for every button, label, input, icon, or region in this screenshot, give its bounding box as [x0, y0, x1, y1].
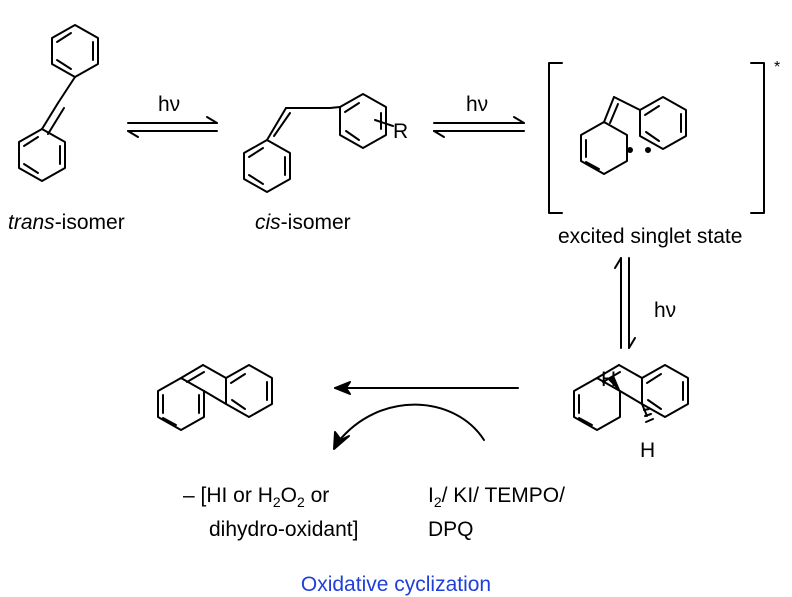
- substituent-label: R: [393, 120, 408, 143]
- excited-state-brackets: [548, 62, 765, 214]
- oxidant-label: I2/ KI/ TEMPO/ DPQ: [428, 484, 565, 542]
- trans-stilbene-structure: [18, 24, 99, 182]
- excited-state-structure: [580, 96, 687, 175]
- hydrogen-label-top: H: [601, 368, 616, 391]
- byproduct-label: – [HI or H2O2 or dihydro-oxidant]: [183, 484, 359, 542]
- equilibrium-arrow-2: [433, 116, 525, 138]
- radical-dot-right: [645, 147, 651, 153]
- hv-label-2: hν: [466, 93, 489, 116]
- radical-dot-left: [627, 147, 633, 153]
- cis-isomer-label: cis-isomer: [255, 211, 351, 234]
- hydrogen-label-bottom: H: [640, 439, 655, 462]
- trans-isomer-label: trans-isomer: [8, 211, 125, 234]
- curved-byproduct-arrow: [333, 403, 485, 450]
- hv-label-1: hν: [158, 93, 181, 116]
- cis-stilbene-structure: [243, 93, 394, 193]
- hv-label-3: hν: [654, 299, 677, 322]
- oxidation-arrow: [334, 381, 519, 395]
- excited-state-label: excited singlet state: [558, 225, 743, 248]
- scheme-caption: Oxidative cyclization: [300, 573, 492, 596]
- dihydrophenanthrene-structure: [573, 364, 689, 431]
- equilibrium-arrow-vertical: [614, 257, 636, 349]
- excited-state-marker: *: [774, 59, 781, 76]
- phenanthrene-structure: [157, 364, 273, 431]
- equilibrium-arrow-1: [127, 116, 218, 138]
- wedge-bond: [608, 376, 621, 392]
